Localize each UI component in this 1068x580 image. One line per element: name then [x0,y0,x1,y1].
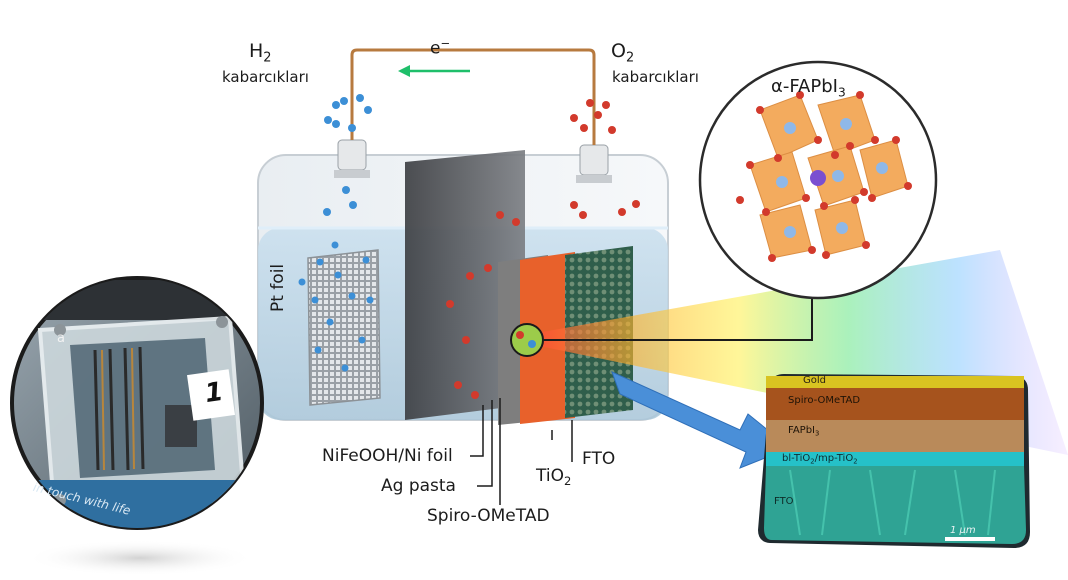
sem-bl-tio2: bl-TiO [782,453,811,464]
sem-fapbi-subscript: 3 [815,429,820,438]
sem-fapbi-label: FAPbI3 [788,425,819,437]
sem-spiro-label: Spiro-OMeTAD [788,395,861,406]
h2-bubbles [298,94,374,372]
pt-foil-label: Pt foil [268,263,288,312]
h2-caption: kabarcıkları [222,68,309,86]
membrane [405,150,525,420]
perovskite-subscript: 3 [837,85,846,100]
sem-cross-section [758,374,1030,548]
sem-fto-label: FTO [774,496,794,507]
o2-caption: kabarcıkları [612,68,699,86]
ag-paste-label: Ag pasta [381,476,456,496]
callout-line [543,298,813,341]
h2-subscript: 2 [263,50,272,66]
photo-letter: a [57,331,65,346]
device-photo [10,276,264,530]
sem-gold-label: Gold [803,375,826,386]
sem-mp-tio2-subscript: 2 [853,457,858,466]
photo-shadow [25,540,255,576]
perovskite-zoom [698,60,938,300]
external-wire [350,48,596,145]
scale-bar [945,537,995,541]
o2-label: O2 [611,40,634,66]
o2-symbol: O [611,40,626,62]
pt-foil-electrode [307,249,381,406]
label-leader-lines [470,398,573,505]
tio2-label: TiO2 [536,466,571,488]
sem-scale-label: 1 μm [950,525,976,536]
fto-label: FTO [582,449,616,469]
h2-symbol: H [249,40,264,62]
sem-fapbi-formula: FAPbI [788,425,816,436]
h2-outlet [337,139,367,171]
electron-symbol: e [430,38,441,59]
o2-bubbles [446,99,640,399]
o2-outlet [579,144,609,176]
o2-subscript: 2 [625,50,635,66]
sem-mp-tio2: /mp-TiO [814,453,854,464]
electrolysis-cell [257,139,669,425]
sem-tio2-label: bl-TiO2/mp-TiO2 [782,453,858,465]
electron-charge: − [440,36,451,50]
tio2-symbol: TiO [536,466,564,486]
tio2-subscript: 2 [563,474,572,489]
sem-bl-tio2-subscript: 2 [810,457,815,466]
number-card [187,369,235,421]
zoom-spot [510,323,544,357]
electron-label: e− [430,36,450,58]
perovskite-title: α-FAPbI3 [771,76,846,99]
spiro-label: Spiro-OMeTAD [427,506,550,526]
nifeooh-label: NiFeOOH/Ni foil [322,446,453,466]
perovskite-formula: α-FAPbI [771,76,838,97]
h2-label: H2 [249,40,272,66]
